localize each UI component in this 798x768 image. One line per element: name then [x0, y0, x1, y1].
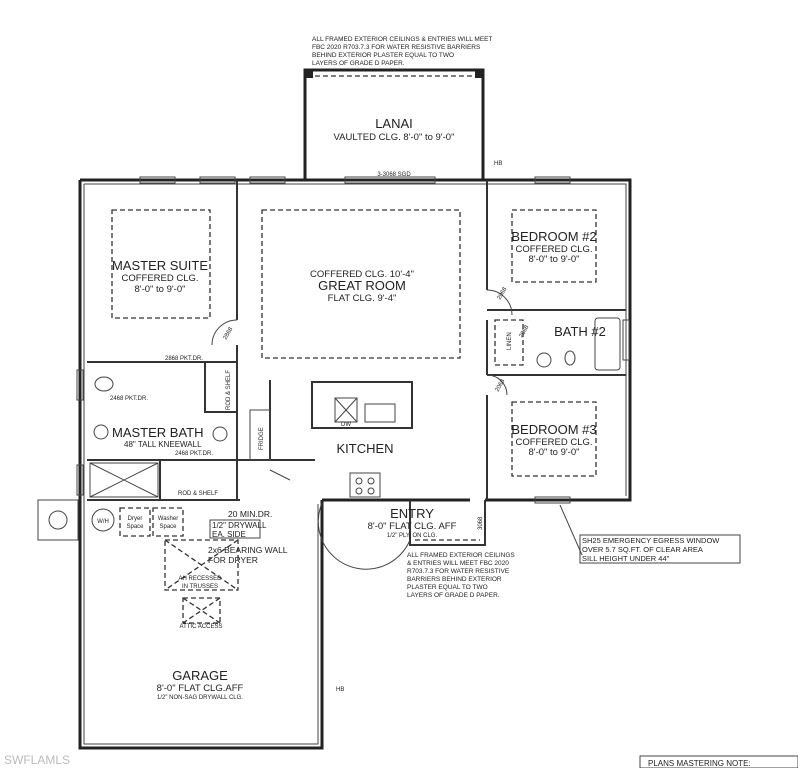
door-label: 2468 PKT.DR.: [110, 396, 148, 402]
note-line: SH25 EMERGENCY EGRESS WINDOW: [582, 536, 720, 545]
note-line: & ENTRIES WILL MEET FBC 2020: [407, 560, 509, 567]
ceiling-label: 1/2" PLY. ON CLG.: [387, 533, 438, 539]
ahu-label: AH RECESSED: [178, 576, 222, 582]
room-name: ENTRY: [390, 506, 434, 521]
door-label: 3068: [478, 516, 484, 530]
dryer-label: Space: [126, 524, 144, 530]
egress-note: SH25 EMERGENCY EGRESS WINDOW OVER 5.7 SQ…: [559, 504, 741, 564]
note-line: OVER 5.7 SQ.FT. OF CLEAR AREA: [582, 545, 703, 554]
room-name: BEDROOM #2: [511, 229, 596, 244]
note-line: SILL HEIGHT UNDER 44": [582, 554, 670, 563]
fridge-label: FRIDGE: [259, 427, 265, 450]
room-name: BEDROOM #3: [511, 422, 596, 437]
room-name: GREAT ROOM: [318, 278, 406, 293]
linen-label: LINEN: [507, 332, 513, 350]
water-heater-label: W/H: [97, 519, 109, 525]
dryer-label: Dryer: [128, 516, 143, 522]
closet-label: ROD & SHELF: [178, 491, 218, 497]
door-label: 2068: [519, 324, 531, 339]
bearing-note: 2x6 BEARING WALL: [208, 545, 288, 555]
ceiling-label: FLAT CLG. 9'-4": [328, 293, 397, 304]
ahu-label: IN TRUSSES: [182, 584, 218, 590]
washer-label: Space: [159, 524, 177, 530]
exterior-walls: [76, 176, 632, 750]
dishwasher-label: DW: [341, 422, 351, 428]
ceiling-label: 8'-0" to 9'-0": [528, 254, 579, 265]
lanai-note: ALL FRAMED EXTERIOR CEILINGS & ENTRIES W…: [312, 36, 492, 67]
note-line: R703.7.3 FOR WATER RESISTIVE: [407, 568, 510, 575]
ceiling-label: 1/2" NON-SAG DRYWALL CLG.: [157, 695, 243, 701]
great-room: COFFERED CLG. 10'-4" GREAT ROOM FLAT CLG…: [261, 209, 461, 359]
ceiling-label: 8'-0" FLAT CLG. AFF: [368, 521, 457, 532]
master-bath: MASTER BATH 48" TALL KNEEWALL 2868 PKT.D…: [89, 356, 232, 498]
note-line: BEHIND EXTERIOR PLASTER EQUAL TO TWO: [312, 52, 454, 59]
plans-note-box: [639, 755, 798, 768]
hose-bib-label: HB: [494, 161, 502, 167]
lanai: LANAI VAULTED CLG. 8'-0" to 9'-0" 3-3068…: [303, 68, 502, 182]
door-label: 2868 PKT.DR.: [165, 356, 203, 362]
master-suite: MASTER SUITE COFFERED CLG. 8'-0" to 9'-0…: [111, 209, 211, 319]
note-line: ALL FRAMED EXTERIOR CEILINGS & ENTRIES W…: [312, 36, 492, 43]
note-line: FBC 2020 R703.7.3 FOR WATER RESISTIVE BA…: [312, 44, 481, 51]
bedroom-2: BEDROOM #2 COFFERED CLG. 8'-0" to 9'-0": [511, 209, 597, 283]
note-line: PLASTER EQUAL TO TWO: [407, 584, 488, 591]
watermark: SWFLAMLS: [4, 753, 70, 767]
garage: W/H Dryer Space Washer Space 20 MIN.DR. …: [37, 499, 344, 701]
drywall-note: EA. SIDE: [212, 530, 246, 539]
drywall-note: 1/2" DRYWALL: [212, 521, 267, 530]
kitchen: DW KITCHEN FRIDGE: [249, 381, 413, 498]
note-line: BARRIERS BEHIND EXTERIOR: [407, 576, 502, 583]
room-name: MASTER SUITE: [112, 258, 208, 273]
ceiling-label: 8'-0" to 9'-0": [134, 284, 185, 295]
door-label: 2468 PKT.DR.: [175, 451, 213, 457]
room-name: LANAI: [375, 116, 413, 131]
bath-2: BATH #2: [494, 317, 621, 371]
ceiling-label: 8'-0" to 9'-0": [528, 447, 579, 458]
room-name: BATH #2: [554, 324, 606, 339]
hose-bib-label: HB: [336, 687, 344, 693]
entry-note: ALL FRAMED EXTERIOR CEILINGS & ENTRIES W…: [407, 552, 515, 599]
room-name: MASTER BATH: [112, 425, 204, 440]
ceiling-label: COFFERED CLG.: [515, 437, 592, 448]
closet-label: ROD & SHELF: [226, 370, 232, 410]
ceiling-label: VAULTED CLG. 8'-0" to 9'-0": [334, 132, 455, 143]
bearing-note: FOR DRYER: [208, 555, 258, 565]
plans-note: PLANS MASTERING NOTE:: [648, 759, 751, 768]
note-line: ALL FRAMED EXTERIOR CEILINGS: [407, 552, 515, 559]
door-note: 20 MIN.DR.: [228, 509, 272, 519]
room-name: KITCHEN: [336, 441, 393, 456]
entry: ENTRY 8'-0" FLAT CLG. AFF 1/2" PLY. ON C…: [368, 500, 515, 599]
room-name: GARAGE: [172, 668, 228, 683]
washer-label: Washer: [158, 516, 178, 522]
door-label: 2868: [223, 326, 235, 341]
ceiling-label: COFFERED CLG.: [515, 244, 592, 255]
note-line: LAYERS OF GRADE D PAPER.: [407, 592, 500, 599]
bedroom-3: BEDROOM #3 COFFERED CLG. 8'-0" to 9'-0": [511, 401, 597, 477]
interior-walls: [87, 180, 626, 501]
ceiling-label: COFFERED CLG.: [121, 273, 198, 284]
door-label: 3-3068 SGD: [377, 172, 411, 178]
door-label: 2068: [497, 286, 509, 301]
note-line: LAYERS OF GRADE D PAPER.: [312, 60, 405, 67]
ceiling-label: 8'-0" FLAT CLG.AFF: [157, 683, 244, 694]
ceiling-label: COFFERED CLG. 10'-4": [310, 269, 414, 280]
attic-access-label: ATTIC ACCESS: [180, 624, 223, 630]
kneewall-label: 48" TALL KNEEWALL: [124, 440, 202, 449]
